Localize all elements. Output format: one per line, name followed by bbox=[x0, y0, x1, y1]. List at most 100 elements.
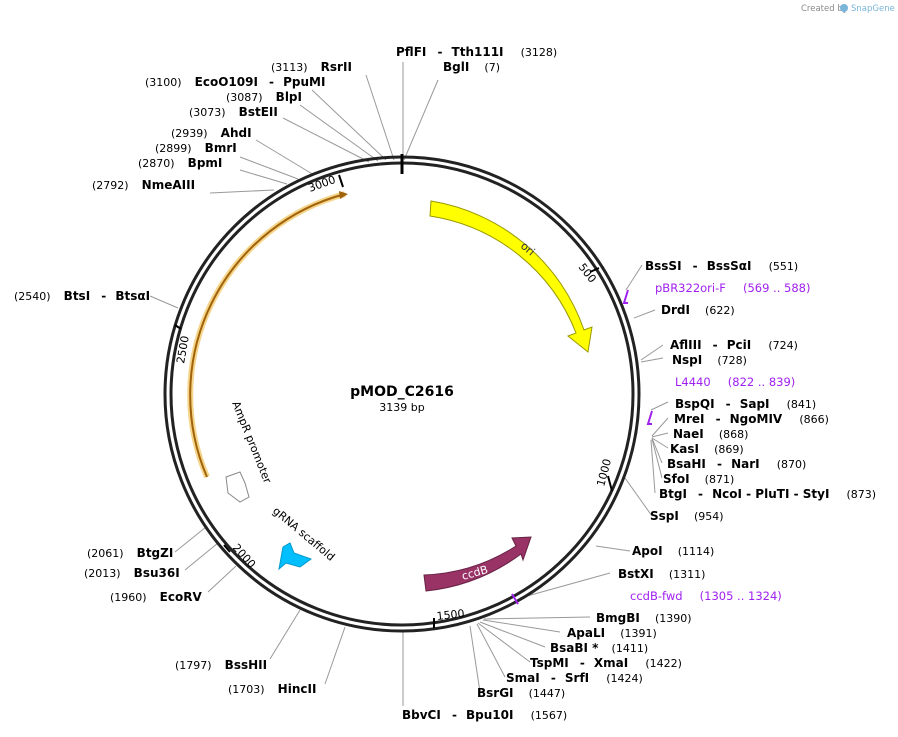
site-label-naei[interactable]: NaeI (868) bbox=[673, 423, 748, 442]
site-name: Bsu36I bbox=[134, 566, 180, 580]
site-name: BspQI bbox=[675, 397, 715, 411]
site-name2: PpuMI bbox=[283, 75, 325, 89]
feature-ampr-promoter-label: AmpR promoter bbox=[229, 399, 274, 485]
site-name: ApaLI bbox=[567, 626, 605, 640]
site-label-bsssi[interactable]: BssSI - BssSαI (551) bbox=[645, 255, 798, 274]
primer-markers bbox=[511, 289, 653, 605]
primer-marker-pbr322ori-f bbox=[622, 289, 629, 304]
site-pos: (1411) bbox=[612, 642, 649, 655]
site-label-bgli[interactable]: BglI (7) bbox=[443, 56, 500, 75]
site-pos: (1311) bbox=[669, 568, 706, 581]
site-name: SmaI bbox=[506, 671, 540, 685]
site-label-ecorv[interactable]: (1960) EcoRV bbox=[110, 586, 202, 605]
site-label-rsrii[interactable]: (3113) RsrII bbox=[271, 56, 352, 75]
plasmid-name: pMOD_C2616 bbox=[350, 384, 454, 400]
site-label-hincii[interactable]: (1703) HincII bbox=[228, 678, 316, 697]
site-sep: - bbox=[101, 289, 106, 303]
site-pos: (1391) bbox=[620, 627, 657, 640]
primer-label-l4440[interactable]: L4440 (822 .. 839) bbox=[675, 371, 795, 390]
site-label-nspi[interactable]: NspI (728) bbox=[672, 349, 747, 368]
site-label-bsteii[interactable]: (3073) BstEII bbox=[189, 101, 278, 120]
site-name: BssHII bbox=[225, 658, 267, 672]
site-label-afliii[interactable]: AflIII - PciI (724) bbox=[670, 334, 798, 353]
primer-name: L4440 bbox=[675, 375, 711, 389]
site-label-bsu36i[interactable]: (2013) Bsu36I bbox=[84, 562, 180, 581]
site-name: PflFI bbox=[396, 45, 426, 59]
site-pos: (954) bbox=[694, 510, 724, 523]
primer-name: ccdB-fwd bbox=[630, 589, 683, 603]
site-label-bstxi[interactable]: BstXI (1311) bbox=[618, 563, 705, 582]
site-pos: (3073) bbox=[189, 106, 226, 119]
primer-label-ccdb-fwd[interactable]: ccdB-fwd (1305 .. 1324) bbox=[630, 585, 782, 604]
site-label-ecoo109i[interactable]: (3100) EcoO109I - PpuMI bbox=[145, 71, 325, 90]
feature-ampr-promoter[interactable] bbox=[225, 471, 250, 503]
site-label-smai[interactable]: SmaI - SrfI (1424) bbox=[506, 667, 643, 686]
site-pos: (868) bbox=[719, 428, 749, 441]
site-name2: PciI bbox=[727, 338, 752, 352]
watermark-prefix: Created by bbox=[801, 4, 848, 14]
site-pos: (1424) bbox=[606, 672, 643, 685]
tick-label-2000: 2000 bbox=[230, 541, 258, 571]
feature-grna-scaffold[interactable] bbox=[278, 542, 313, 571]
site-label-bmri[interactable]: (2899) BmrI bbox=[155, 137, 237, 156]
tick-label-500: 500 bbox=[576, 261, 599, 286]
site-pos: (551) bbox=[769, 260, 799, 273]
site-pos: (3100) bbox=[145, 76, 182, 89]
site-pos: (2939) bbox=[171, 127, 208, 140]
site-label-btsi[interactable]: (2540) BtsI - BtsαI bbox=[14, 285, 150, 304]
site-pos: (2870) bbox=[138, 157, 175, 170]
site-label-bsshii[interactable]: (1797) BssHII bbox=[175, 654, 267, 673]
site-label-bbvci[interactable]: BbvCI - Bpu10I (1567) bbox=[402, 704, 567, 723]
feature-ori[interactable] bbox=[429, 200, 593, 353]
site-label-tspmi[interactable]: TspMI - XmaI (1422) bbox=[530, 652, 682, 671]
site-label-bsrgi[interactable]: BsrGI (1447) bbox=[477, 682, 565, 701]
site-name2: NarI bbox=[731, 457, 760, 471]
site-name: BpmI bbox=[188, 156, 223, 170]
site-label-blpi[interactable]: (3087) BlpI bbox=[226, 86, 302, 105]
site-label-kasi[interactable]: KasI (869) bbox=[670, 438, 744, 457]
site-label-nmeaiii[interactable]: (2792) NmeAIII bbox=[92, 174, 195, 193]
site-leader-lines bbox=[149, 62, 669, 706]
site-label-mrei[interactable]: MreI - NgoMIV (866) bbox=[674, 408, 829, 427]
site-pos: (2792) bbox=[92, 179, 129, 192]
site-name2: SapI bbox=[740, 397, 770, 411]
site-label-apoi[interactable]: ApoI (1114) bbox=[632, 540, 714, 559]
site-name: BsrGI bbox=[477, 686, 514, 700]
site-name: BglI bbox=[443, 60, 469, 74]
site-name: TspMI bbox=[530, 656, 569, 670]
feature-ccdb[interactable] bbox=[423, 536, 532, 592]
site-name: RsrII bbox=[321, 60, 352, 74]
site-label-bsahi[interactable]: BsaHI - NarI (870) bbox=[667, 453, 806, 472]
site-name: ApoI bbox=[632, 544, 663, 558]
site-label-sspi[interactable]: SspI (954) bbox=[650, 505, 724, 524]
site-label-apali[interactable]: ApaLI (1391) bbox=[567, 622, 657, 641]
tick-3000 bbox=[338, 174, 344, 188]
site-pos: (1960) bbox=[110, 591, 147, 604]
site-name: BmgBI bbox=[596, 611, 640, 625]
site-name: MreI bbox=[674, 412, 704, 426]
site-name: AhdI bbox=[221, 126, 252, 140]
site-sep: - bbox=[698, 487, 703, 501]
site-label-pflfi[interactable]: PflFI - Tth111I (3128) bbox=[396, 41, 557, 60]
site-label-drdi[interactable]: DrdI (622) bbox=[661, 299, 735, 318]
site-sep: - bbox=[716, 412, 721, 426]
site-name: DrdI bbox=[661, 303, 690, 317]
site-label-btgi[interactable]: BtgI - NcoI - PluTI - StyI (873) bbox=[659, 483, 876, 502]
site-pos: (1797) bbox=[175, 659, 212, 672]
snapgene-logo-icon bbox=[840, 4, 848, 12]
feature-ampr-arc[interactable] bbox=[189, 193, 346, 478]
site-label-bpmi[interactable]: (2870) BpmI bbox=[138, 152, 222, 171]
site-label-btgzi[interactable]: (2061) BtgZI bbox=[87, 542, 173, 561]
site-label-bsabi[interactable]: BsaBI * (1411) bbox=[550, 637, 648, 656]
site-label-bmgbi[interactable]: BmgBI (1390) bbox=[596, 607, 692, 626]
site-name: SfoI bbox=[663, 472, 690, 486]
site-label-bspqi[interactable]: BspQI - SapI (841) bbox=[675, 393, 816, 412]
site-pos: (873) bbox=[847, 488, 877, 501]
site-sep: - bbox=[726, 397, 731, 411]
site-label-ahdi[interactable]: (2939) AhdI bbox=[171, 122, 252, 141]
primer-label-pbr322ori-f[interactable]: pBR322ori-F (569 .. 588) bbox=[655, 277, 810, 296]
tick-label-1000: 1000 bbox=[594, 457, 614, 487]
site-label-sfoi[interactable]: SfoI (871) bbox=[663, 468, 734, 487]
site-sep: - bbox=[452, 708, 457, 722]
